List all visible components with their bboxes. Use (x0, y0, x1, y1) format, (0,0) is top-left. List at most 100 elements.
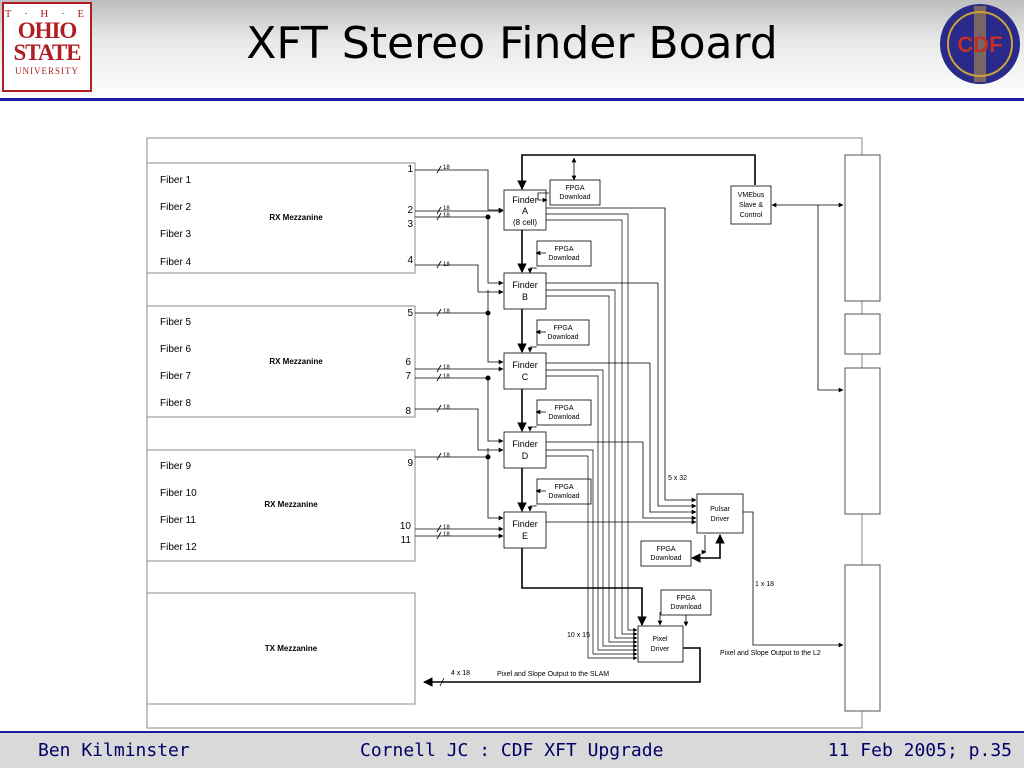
header-divider (0, 98, 1024, 101)
bus-slash (439, 677, 445, 687)
finder-c-pulsar (546, 362, 697, 515)
pixel-label: Driver (651, 646, 670, 653)
channel-number: 5 (407, 308, 413, 319)
osu-logo-ohio: OHIO (17, 18, 78, 43)
bus-width-label: 18 (443, 525, 450, 531)
bus-width-label: 18 (443, 532, 450, 538)
fpga-label: Download (548, 255, 579, 262)
footer-author: Ben Kilminster (38, 740, 190, 761)
finder-a-pixel (546, 213, 638, 633)
channel-number: 9 (407, 458, 413, 469)
finder-e-to-pixel (521, 548, 647, 626)
bus-width-label: 18 (443, 206, 450, 212)
fiber-label: Fiber 11 (160, 515, 196, 526)
channel-number: 6 (405, 357, 411, 368)
backplane-connector-3 (844, 367, 881, 515)
board-diagram: Fiber 1 Fiber 2 Fiber 3 Fiber 4 Fiber 5 … (146, 137, 881, 729)
finder-c-label: C (522, 372, 529, 382)
rx-mezzanine-label: RX Mezzanine (264, 500, 318, 509)
vmebus-label: Slave & (739, 202, 763, 209)
fiber-label: Fiber 5 (160, 317, 192, 328)
fpga-download-b (536, 240, 592, 267)
channel-number: 11 (401, 535, 412, 546)
rx-mezzanine-label: RX Mezzanine (269, 213, 323, 222)
osu-logo-state: STATE (13, 40, 81, 65)
ch4-line (415, 264, 504, 295)
ch7-to-d (487, 378, 504, 444)
cdf-logo-bar (974, 6, 986, 82)
finder-d-label: Finder (512, 439, 538, 449)
channel-number: 10 (400, 521, 412, 532)
rx-mezzanine-label: RX Mezzanine (269, 357, 323, 366)
finder-e-label: Finder (512, 519, 538, 529)
channel-number: 7 (405, 371, 411, 382)
slide-header (0, 0, 1024, 100)
vmebus-box (730, 185, 772, 225)
junction-dot (485, 454, 491, 460)
ch3-to-b (487, 217, 504, 286)
fpga-d-down (527, 426, 537, 432)
ch8-line (415, 408, 504, 453)
bus-10x15-label: 10 x 15 (567, 632, 590, 639)
footer-venue: Cornell JC : CDF XFT Upgrade (360, 740, 664, 761)
vmebus-label: Control (740, 212, 763, 219)
junction-dot (485, 375, 491, 381)
finder-d-pulsar (546, 441, 697, 521)
fpga-a-arrow (537, 192, 549, 203)
ch1-line (415, 169, 504, 213)
bus-4x18-label: 4 x 18 (451, 670, 470, 677)
fpga-download-pixel (660, 589, 712, 616)
bus-5x32-label: 5 x 32 (668, 475, 687, 482)
vme-to-backplane (817, 205, 844, 393)
fiber-label: Fiber 12 (160, 542, 197, 553)
finder-e-box (503, 511, 547, 549)
pulsar-label: Driver (711, 516, 730, 523)
fpga-label: FPGA (554, 246, 573, 253)
bus-width-label: 18 (443, 374, 450, 380)
vmebus-label: VMEbus (738, 192, 765, 199)
fpga-download-a (549, 179, 601, 206)
channel-number: 4 (407, 255, 413, 266)
fiber-label: Fiber 2 (160, 202, 192, 213)
bus-width-label: 18 (443, 165, 450, 171)
pixel-to-slam (423, 647, 701, 687)
finder-a-pixel2 (546, 219, 638, 637)
bus-1x18-label: 1 x 18 (755, 581, 774, 588)
fpga-label: Download (559, 194, 590, 201)
backplane-connector-4 (844, 564, 881, 712)
cdf-logo-text: CDF (957, 32, 1002, 57)
finder-b-label: Finder (512, 280, 538, 290)
output-l2-label: Pixel and Slope Output to the L2 (720, 650, 821, 657)
rx-mezzanine-3 (146, 449, 416, 562)
rx-mezzanine-2 (146, 305, 416, 418)
fpga-label: Download (650, 555, 681, 562)
fpga-e-down (527, 505, 537, 512)
slide-footer: Ben Kilminster Cornell JC : CDF XFT Upgr… (0, 731, 1024, 768)
ohio-state-logo: T · H · E OHIO STATE UNIVERSITY (2, 2, 92, 92)
fpga-to-pulsar (691, 534, 725, 563)
fpga-label: FPGA (656, 546, 675, 553)
fpga-label: FPGA (554, 484, 573, 491)
pulsar-label: Pulsar (710, 506, 731, 513)
fpga-label: Download (547, 334, 578, 341)
bus-width-label: 18 (443, 309, 450, 315)
fpga-label: FPGA (554, 405, 573, 412)
channel-number: 3 (407, 219, 413, 230)
finder-d-pixel2 (546, 455, 638, 661)
finder-a-box (503, 189, 547, 231)
bus-width-label: 18 (443, 453, 450, 459)
finder-a-pulsar (546, 207, 697, 503)
channel-number: 1 (407, 164, 413, 175)
bus-width-label: 18 (443, 213, 450, 219)
fpga-label: FPGA (553, 325, 572, 332)
osu-logo-the: T · H · E (4, 8, 90, 20)
finder-b-pixel2 (546, 295, 638, 645)
finder-b-label: B (522, 292, 528, 302)
junction-dot (485, 214, 491, 220)
fpga-c-down (527, 346, 537, 353)
fpga-label: FPGA (565, 185, 584, 192)
cdf-logo: CDF (940, 4, 1020, 84)
finder-b-pixel (546, 289, 638, 641)
pixel-label: Pixel (652, 636, 668, 643)
finder-d-label: D (522, 451, 529, 461)
